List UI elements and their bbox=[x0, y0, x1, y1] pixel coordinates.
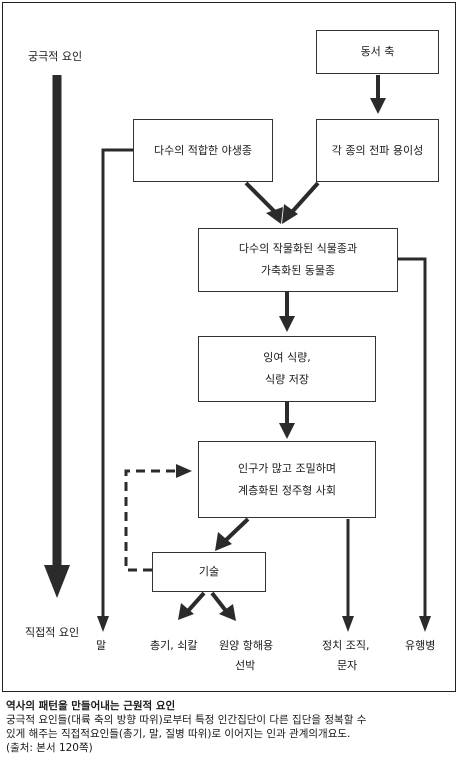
box-domesticated-line2: 가축화된 동물종 bbox=[260, 264, 336, 277]
box-sedentary-society: 인구가 많고 조밀하며 계층화된 정주형 사회 bbox=[198, 441, 376, 518]
box-food-surplus-line2: 식량 저장 bbox=[265, 373, 309, 386]
arrow-surplus-to-society bbox=[279, 402, 295, 439]
diagram-frame bbox=[2, 2, 456, 692]
box-ease-of-spread: 각 종의 전파 용이성 bbox=[316, 119, 439, 182]
arrow-wild-to-horse bbox=[97, 148, 133, 632]
caption-source: (출처: 본서 120쪽) bbox=[6, 742, 93, 754]
box-ease-of-spread-text: 각 종의 전파 용이성 bbox=[331, 143, 424, 157]
ultimate-factors-label: 궁극적 요인 bbox=[28, 50, 83, 63]
ultimate-proximate-arrow bbox=[44, 75, 70, 598]
outcome-politics-line2: 문자 bbox=[337, 659, 358, 672]
box-society-line2: 계층화된 정주형 사회 bbox=[237, 483, 337, 497]
caption-line-1: 궁극적 요인들(대륙 축의 방향 따위)로부터 특정 인간집단이 다른 집단을 … bbox=[6, 714, 367, 726]
outcome-horses: 말 bbox=[96, 639, 107, 652]
arrow-tech-to-guns bbox=[178, 591, 206, 620]
outcome-ships-line2: 선박 bbox=[235, 659, 256, 672]
arrow-wild-to-domesticated bbox=[244, 181, 283, 224]
arrow-tech-to-society-feedback bbox=[124, 464, 192, 572]
box-food-surplus-line1: 잉여 식량, bbox=[263, 351, 311, 364]
box-domesticated-line1: 다수의 작물화된 식물종과 bbox=[238, 242, 358, 255]
arrow-spread-to-domesticated bbox=[282, 181, 320, 224]
outcome-guns-swords: 총기, 쇠칼 bbox=[150, 639, 198, 652]
box-technology: 기술 bbox=[152, 552, 266, 592]
box-technology-text: 기술 bbox=[198, 565, 220, 578]
box-society-line1: 인구가 많고 조밀하며 bbox=[237, 461, 337, 475]
outcome-epidemic-diseases: 유행병 bbox=[405, 639, 436, 652]
figure-caption: 역사의 패턴을 만들어내는 근원적 요인 궁극적 요인들(대륙 축의 방향 따위… bbox=[6, 699, 454, 755]
box-wild-species-text: 다수의 적합한 야생종 bbox=[153, 143, 253, 157]
arrow-tech-to-ships bbox=[210, 591, 236, 621]
outcome-politics-line1: 정치 조직, bbox=[322, 639, 370, 652]
box-east-west-axis: 동서 축 bbox=[316, 30, 439, 74]
proximate-factors-label: 직접적 요인 bbox=[25, 626, 80, 639]
box-domesticated-species: 다수의 작물화된 식물종과 가축화된 동물종 bbox=[198, 228, 398, 292]
arrow-eastwest-to-spread bbox=[370, 75, 386, 114]
arrow-society-to-politics bbox=[342, 519, 354, 632]
box-wild-species: 다수의 적합한 야생종 bbox=[133, 119, 273, 182]
arrow-society-to-tech bbox=[215, 517, 250, 551]
outcome-ships-line1: 원양 항해용 bbox=[219, 639, 274, 652]
box-east-west-text: 동서 축 bbox=[360, 45, 395, 58]
arrow-domesticated-to-surplus bbox=[279, 292, 295, 332]
box-food-surplus: 잉여 식량, 식량 저장 bbox=[198, 336, 376, 402]
arrow-domesticated-to-germs bbox=[398, 257, 431, 632]
caption-title: 역사의 패턴을 만들어내는 근원적 요인 bbox=[6, 700, 176, 712]
causal-diagram bbox=[44, 75, 431, 632]
caption-line-2: 있게 해주는 직접적요인들(총기, 말, 질병 따위)로 이어지는 인과 관계의… bbox=[6, 728, 351, 740]
